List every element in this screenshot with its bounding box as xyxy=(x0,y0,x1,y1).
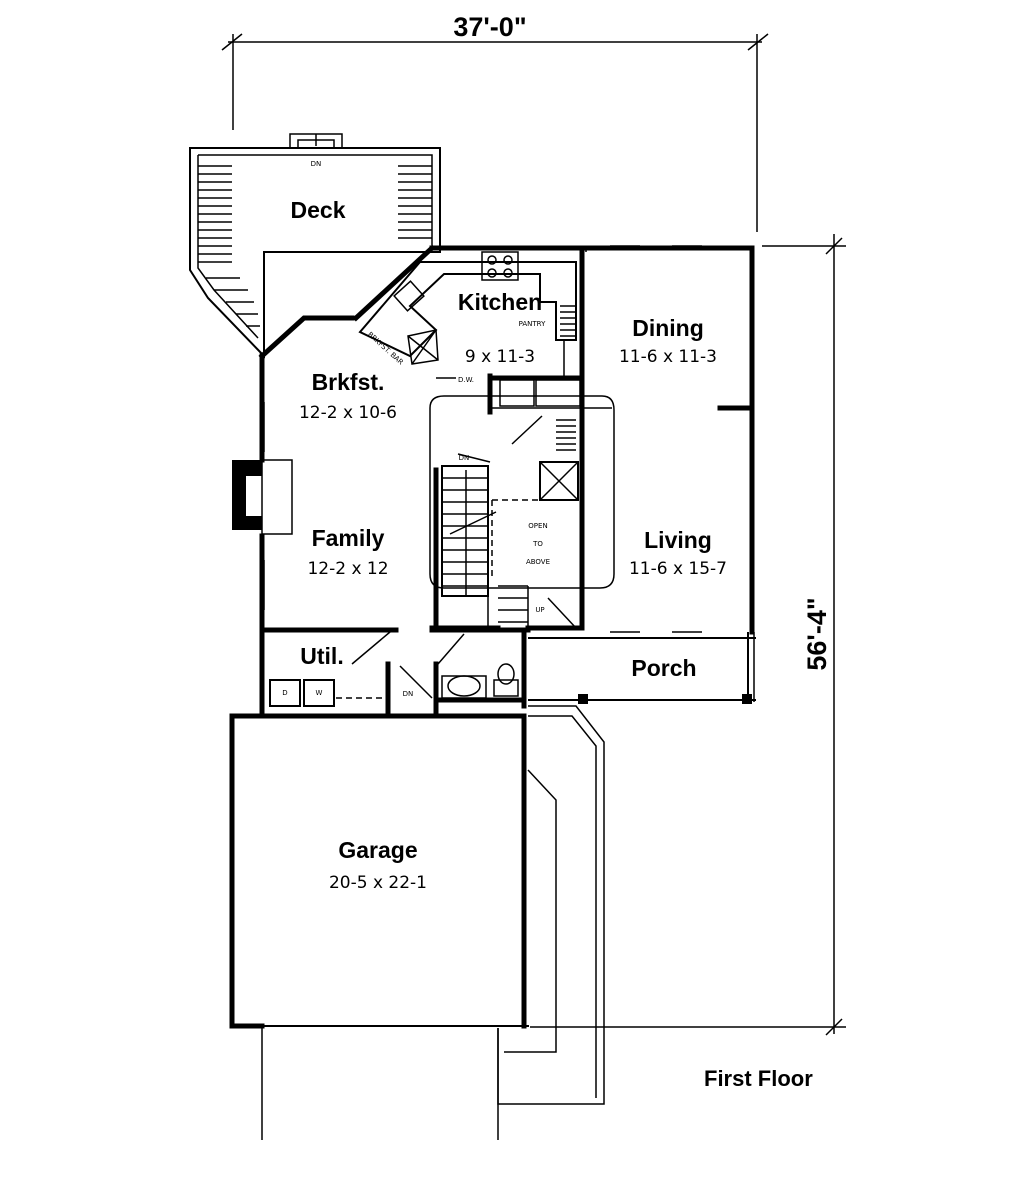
closet-shelves xyxy=(556,419,576,451)
garage: Garage 20-5 x 22-1 xyxy=(229,713,529,1029)
dining-label: Dining xyxy=(632,315,704,341)
kitchen-size: 9 x 11-3 xyxy=(465,347,535,367)
dining-living: Dining 11-6 x 11-3 Living 11-6 x 15-7 xyxy=(585,245,755,579)
fireplace xyxy=(232,459,293,535)
util-label: Util. xyxy=(300,643,343,669)
deck-boards-left xyxy=(198,165,260,327)
walkway xyxy=(261,705,605,1140)
width-label: 37'-0" xyxy=(453,12,526,42)
pantry-shelves xyxy=(560,305,576,337)
stair-up-label: UP xyxy=(535,606,544,614)
living-label: Living xyxy=(644,527,712,553)
dishwasher-label: D.W. xyxy=(458,376,474,384)
open-to-above-line2: TO xyxy=(532,540,543,548)
open-to-above-line3: ABOVE xyxy=(526,558,550,566)
brkfst-family: Brkfst. 12-2 x 10-6 Family 12-2 x 12 xyxy=(263,369,397,610)
porch: Porch xyxy=(528,631,756,704)
deck: DN Deck xyxy=(189,133,441,359)
living-size: 11-6 x 15-7 xyxy=(629,559,727,579)
util-dn-label: DN xyxy=(403,690,414,698)
stair-dn-label: DN xyxy=(459,454,470,462)
floor-title: First Floor xyxy=(704,1066,813,1091)
kitchen-label: Kitchen xyxy=(458,289,542,315)
deck-label: Deck xyxy=(291,197,346,223)
house-walls xyxy=(258,244,755,715)
center-core: DN OPEN TO ABOVE UP xyxy=(429,373,615,631)
deck-dn-label: DN xyxy=(311,160,322,168)
width-dimension: 37'-0" xyxy=(221,12,769,232)
garage-size: 20-5 x 22-1 xyxy=(329,873,427,893)
breakfast-bar-label: BRKFST. BAR xyxy=(366,331,405,367)
washer-label: W xyxy=(316,689,323,697)
depth-label: 56'-4" xyxy=(802,597,832,670)
family-label: Family xyxy=(312,525,385,551)
utility-bath: Util. D W DN xyxy=(259,627,531,719)
kitchen: PANTRY BRKFST. BAR D.W. Kitchen 9 x 11-3 xyxy=(358,251,577,384)
garage-label: Garage xyxy=(338,837,417,863)
open-to-above-line1: OPEN xyxy=(528,522,547,530)
dryer-label: D xyxy=(282,689,287,697)
dining-size: 11-6 x 11-3 xyxy=(619,347,717,367)
deck-boards-right xyxy=(398,165,432,239)
pantry-label: PANTRY xyxy=(519,320,546,328)
brkfst-size: 12-2 x 10-6 xyxy=(299,403,397,423)
brkfst-label: Brkfst. xyxy=(312,369,385,395)
family-size: 12-2 x 12 xyxy=(307,559,388,579)
porch-label: Porch xyxy=(631,655,696,681)
depth-dimension: 56'-4" xyxy=(530,234,846,1036)
